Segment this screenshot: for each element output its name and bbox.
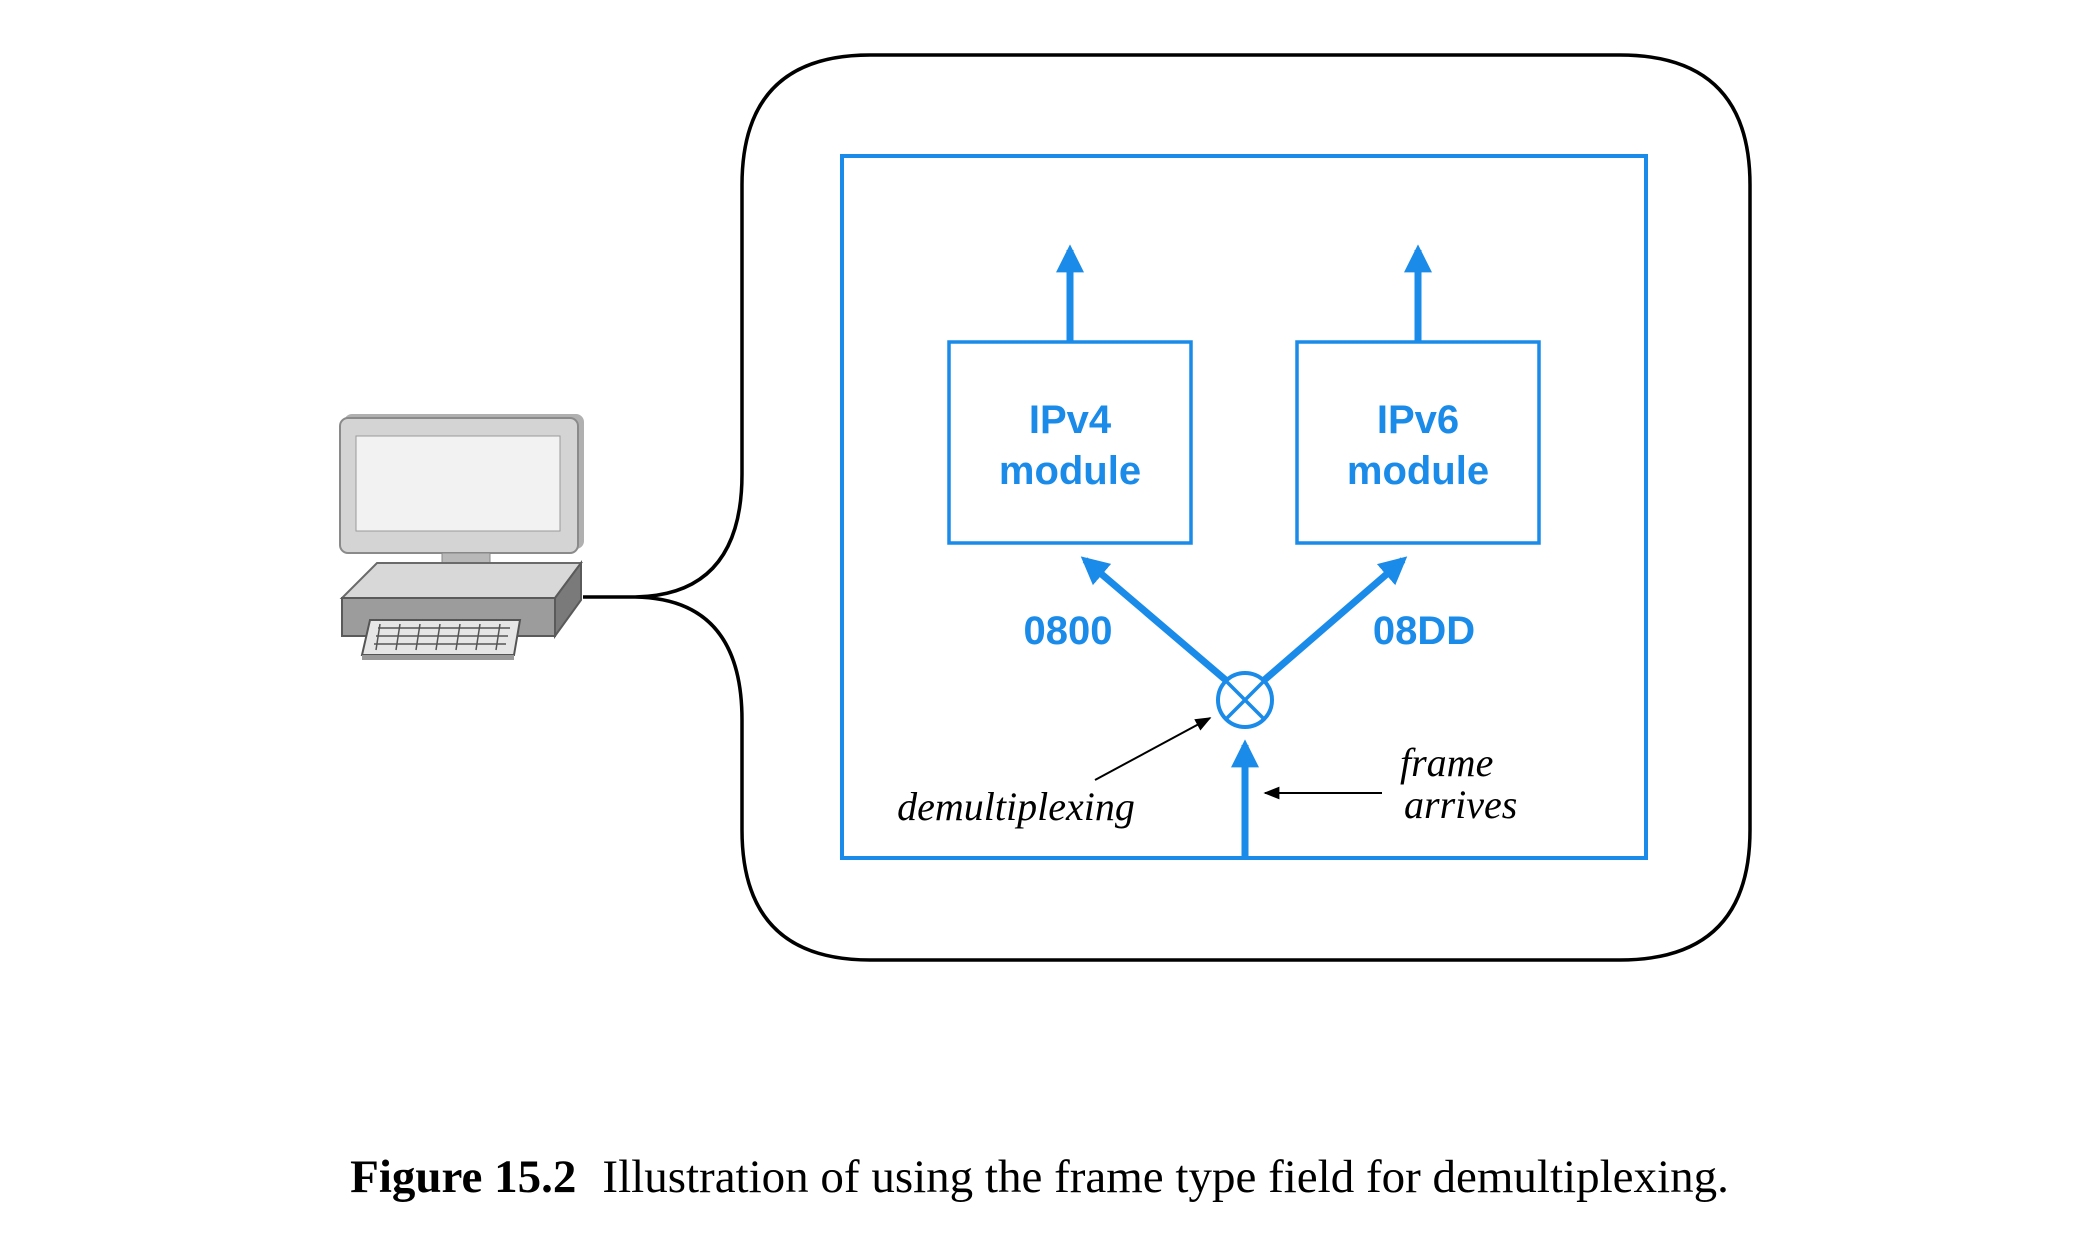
ipv6-module-line1: IPv6 xyxy=(1377,398,1459,442)
ipv4-module-line1: IPv4 xyxy=(1029,398,1112,442)
frame-label-line1: frame xyxy=(1400,740,1493,785)
ipv6-module: IPv6 module xyxy=(1295,340,1541,545)
figure-caption: Figure 15.2 Illustration of using the fra… xyxy=(0,1150,2079,1204)
callout-outline xyxy=(583,53,1752,962)
figure-label: Figure 15.2 xyxy=(350,1151,577,1203)
computer-icon xyxy=(339,414,584,660)
ipv6-demux-arrow xyxy=(1259,556,1408,685)
ipv4-demux-arrow xyxy=(1080,556,1231,685)
ipv6-type-code: 08DD xyxy=(1373,609,1475,653)
ipv4-module-line2: module xyxy=(999,449,1141,493)
demux-label: demultiplexing xyxy=(897,784,1135,829)
figure-caption-text: Illustration of using the frame type fie… xyxy=(602,1151,1729,1203)
ipv4-module: IPv4 module xyxy=(947,340,1193,545)
frame-label-line2: arrives xyxy=(1404,782,1517,827)
ipv6-module-line2: module xyxy=(1347,449,1489,493)
demux-pointer xyxy=(1094,717,1212,781)
demultiplexer-icon xyxy=(1216,671,1274,729)
ipv4-type-code: 0800 xyxy=(1024,609,1113,653)
